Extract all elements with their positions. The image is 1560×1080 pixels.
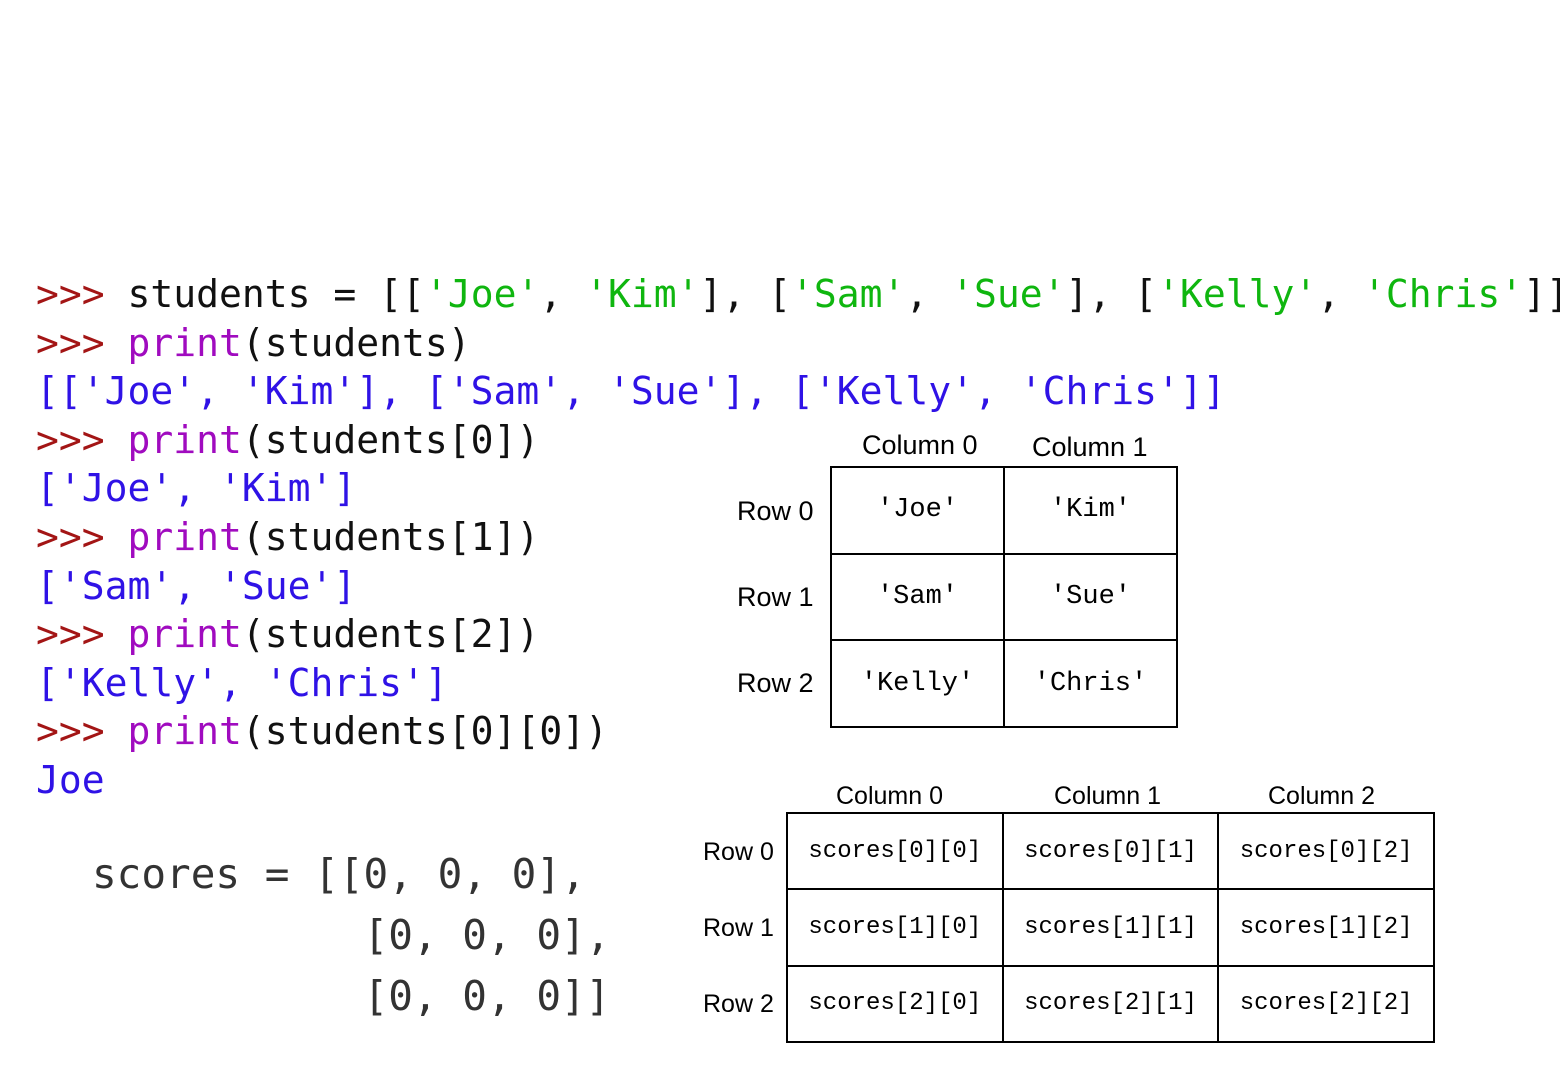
students-grid-cell: 'Chris' [1003,639,1178,728]
code-token: 'Sam' [791,272,906,316]
code-token: Joe [36,757,105,802]
python-session: >>> students = [['Joe', 'Kim'], ['Sam', … [36,270,1560,805]
scores-grid: scores[0][0]scores[0][1]scores[0][2]scor… [786,811,1435,1044]
code-token: 'Sue' [951,272,1066,316]
scores-grid-cell: scores[1][0] [786,888,1004,967]
code-line: >>> print(students) [36,319,1560,368]
scores-assignment: scores = [[0, 0, 0], [0, 0, 0], [0, 0, 0… [92,844,610,1027]
code-token: print [127,417,242,462]
code-line: Joe [36,756,1560,805]
code-token: >>> [36,417,128,462]
scores-column-header-2: Column 2 [1268,782,1375,810]
code-token: 'Kelly' [1157,272,1318,316]
students-grid-cell: 'Kim' [1003,466,1178,555]
scores-grid-cell: scores[0][0] [786,811,1004,891]
students-row-header-0: Row 0 [737,496,814,526]
code-line: >>> print(students[1]) [36,513,1560,562]
code-token: ['Joe', 'Kim'] [36,466,357,511]
code-token: (students[1]) [241,514,540,559]
scores-grid-row: scores[0][0]scores[0][1]scores[0][2] [786,811,1435,891]
students-grid: 'Joe''Kim''Sam''Sue''Kelly''Chris' [830,466,1178,728]
code-token: >>> [36,320,128,365]
scores-code-line: [0, 0, 0]] [92,972,611,1020]
students-row-header-2: Row 2 [737,668,814,698]
code-line: ['Sam', 'Sue'] [36,562,1560,611]
code-token: (students[2]) [241,612,540,657]
code-token: >>> [36,514,128,559]
code-token: [['Joe', 'Kim'], ['Sam', 'Sue'], ['Kelly… [36,369,1226,414]
scores-column-header-0: Column 0 [836,782,943,810]
scores-grid-cell: scores[1][2] [1217,888,1435,967]
students-grid-row: 'Joe''Kim' [830,466,1178,555]
scores-row-header-0: Row 0 [703,838,774,866]
scores-row-header-1: Row 1 [703,914,774,942]
code-token: , [539,272,586,316]
code-line: ['Joe', 'Kim'] [36,464,1560,513]
code-token: (students) [241,320,471,365]
code-token: ['Sam', 'Sue'] [36,563,357,608]
code-token: >>> [36,272,128,316]
scores-grid-row: scores[2][0]scores[2][1]scores[2][2] [786,964,1435,1044]
scores-grid-cell: scores[1][1] [1001,888,1220,967]
code-token: ], [ [1065,272,1158,316]
students-column-header-0: Column 0 [862,430,978,460]
code-line: >>> print(students[0][0]) [36,707,1560,756]
code-token: print [127,514,242,559]
code-token: print [127,709,242,754]
code-token: print [127,320,242,365]
scores-grid-cell: scores[2][1] [1001,964,1220,1044]
students-grid-row: 'Sam''Sue' [830,552,1178,642]
scores-grid-cell: scores[2][0] [786,964,1004,1044]
code-token: 'Kim' [585,272,700,316]
code-token: 'Joe' [424,272,540,316]
students-row-header-1: Row 1 [737,582,814,612]
students-grid-cell: 'Sue' [1003,552,1178,642]
scores-grid-cell: scores[0][2] [1217,811,1435,891]
code-token: , [1317,272,1363,316]
code-line: >>> students = [['Joe', 'Kim'], ['Sam', … [36,270,1560,319]
code-token: students = [[ [127,272,425,316]
students-column-header-1: Column 1 [1032,432,1148,462]
scores-column-header-1: Column 1 [1054,782,1161,810]
code-token: , [905,272,952,316]
code-token: ['Kelly', 'Chris'] [36,660,448,705]
code-line: ['Kelly', 'Chris'] [36,659,1560,708]
students-grid-cell: 'Sam' [830,552,1005,642]
scores-grid-row: scores[1][0]scores[1][1]scores[1][2] [786,888,1435,967]
scores-code-line: scores = [[0, 0, 0], [92,850,586,898]
code-token: ], [ [699,272,791,316]
code-token: ]] [1523,272,1560,316]
scores-row-header-2: Row 2 [703,990,774,1018]
scores-code-line: [0, 0, 0], [92,911,611,959]
code-token: (students[0]) [241,417,540,462]
code-token: print [127,612,242,657]
code-token: (students[0][0]) [241,709,608,754]
code-line: >>> print(students[0]) [36,416,1560,465]
students-grid-row: 'Kelly''Chris' [830,639,1178,728]
scores-grid-cell: scores[0][1] [1001,811,1220,891]
scores-grid-cell: scores[2][2] [1217,964,1435,1044]
code-token: >>> [36,709,128,754]
code-token: >>> [36,612,128,657]
students-grid-cell: 'Kelly' [830,639,1005,728]
code-token: 'Chris' [1362,272,1524,316]
students-grid-cell: 'Joe' [830,466,1005,555]
code-line: >>> print(students[2]) [36,610,1560,659]
code-line: [['Joe', 'Kim'], ['Sam', 'Sue'], ['Kelly… [36,367,1560,416]
